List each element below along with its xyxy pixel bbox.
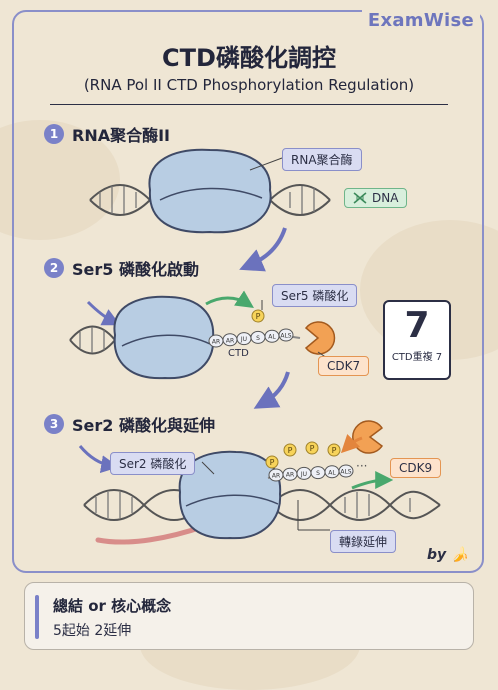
svg-text:P: P (288, 446, 293, 455)
arrow-cdk9-orange (340, 433, 363, 454)
svg-text:ALS: ALS (280, 333, 291, 340)
page-title: CTD磷酸化調控 (162, 44, 336, 72)
dna-label-text: DNA (372, 191, 399, 205)
phosphate-group: P (265, 455, 279, 469)
ctd-beads-step3: AR AR JU S AL ALS (268, 464, 354, 482)
svg-text:AL: AL (328, 469, 336, 476)
ctd-bead: ALS (338, 464, 354, 478)
svg-text:ALS: ALS (340, 469, 351, 476)
step-3-number: 3 (44, 414, 64, 434)
summary-heading: 總結 or 核心概念 (53, 597, 172, 615)
brand-logo: ExamWise (361, 10, 480, 31)
phosphate-group: P (327, 443, 341, 457)
ctd-bead: JU (296, 466, 312, 480)
summary-box: 總結 or 核心概念 5起始 2延伸 (24, 582, 474, 650)
ctd-repeat-count: 7 (404, 305, 430, 346)
step-1-number: 1 (44, 124, 64, 144)
dna-label: DNA (344, 188, 408, 208)
svg-text:AL: AL (268, 334, 276, 341)
svg-text:P: P (256, 312, 261, 321)
cdk9-label: CDK9 (390, 458, 442, 478)
page-subtitle: (RNA Pol II CTD Phosphorylation Regulati… (83, 76, 415, 94)
step-3-label: Ser2 磷酸化與延伸 (72, 416, 215, 435)
author-signature: by 🍌 (427, 547, 469, 563)
ctd-bead: S (250, 330, 266, 344)
ctd-bead: JU (236, 332, 252, 346)
ser5-phos-label: Ser5 磷酸化 (272, 284, 358, 307)
arrow-elongation-green (351, 471, 394, 490)
ctd-bead: ALS (278, 328, 294, 342)
step-2-label: Ser5 磷酸化啟動 (72, 260, 199, 279)
ser2-phos-label: Ser2 磷酸化 (110, 452, 196, 475)
svg-text:JU: JU (300, 471, 307, 478)
ctd-bead: AR (222, 333, 238, 347)
ctd-bead: S (310, 466, 326, 480)
svg-text:P: P (270, 458, 275, 467)
arrow-step2-to-3 (253, 371, 290, 409)
rna-polymerase-3 (178, 450, 282, 540)
summary-body: 5起始 2延伸 (53, 623, 132, 639)
svg-text:P: P (332, 446, 337, 455)
svg-text:S: S (316, 470, 320, 477)
diagram-art: AR AR JU S AL ALS P ··· AR AR JU S AL ALS P P P P (69, 148, 441, 545)
ctd-repeat-card: 7 CTD重複 7 (383, 300, 451, 380)
elongation-label: 轉錄延伸 (330, 530, 397, 553)
step-1-heading: 1 RNA聚合酶II (44, 122, 170, 146)
step-2-heading: 2 Ser5 磷酸化啟動 (44, 256, 199, 280)
arrow-ser5-green (205, 290, 254, 308)
polymerase-leader (249, 157, 283, 171)
ctd-label: CTD (228, 348, 249, 359)
ctd-bead: AR (208, 334, 224, 348)
svg-text:P: P (310, 444, 315, 453)
rna-polymerase-2 (113, 295, 215, 380)
polymerase-label: RNA聚合酶 (282, 148, 362, 171)
svg-text:···: ··· (356, 459, 367, 473)
arrow-into-step3 (78, 445, 120, 474)
ser2-leader (201, 461, 215, 475)
ctd-bead: AL (324, 465, 340, 479)
rna-polymerase-1 (148, 148, 272, 234)
ctd-repeat-caption: CTD重複 7 (391, 352, 443, 363)
svg-text:AR: AR (212, 339, 220, 346)
step-1-label: RNA聚合酶II (72, 126, 171, 145)
svg-text:AR: AR (286, 472, 294, 479)
title-divider (50, 104, 448, 105)
svg-text:AR: AR (226, 337, 234, 344)
phosphate-group: P (305, 441, 319, 455)
ctd-bead: AR (282, 467, 298, 481)
ctd-bead: AR (268, 468, 284, 482)
summary-accent-bar (35, 595, 39, 639)
phosphate-group: P (283, 443, 297, 457)
dna-icon (353, 192, 367, 204)
svg-text:JU: JU (240, 336, 247, 343)
arrow-step1-to-2 (239, 227, 287, 272)
ctd-bead: AL (264, 329, 280, 343)
cdk9-kinase (352, 420, 384, 454)
arrow-into-step2 (86, 300, 121, 326)
svg-text:S: S (256, 335, 260, 342)
step-2-number: 2 (44, 258, 64, 278)
phosphate-groups-step3: P P P P (265, 441, 341, 469)
phosphate-group: P (251, 309, 265, 323)
svg-text:AR: AR (272, 473, 280, 480)
diagram-frame (12, 10, 484, 573)
cdk7-kinase (304, 321, 336, 355)
cdk7-label: CDK7 (318, 356, 370, 376)
ctd-beads-step2: AR AR JU S AL ALS P (208, 309, 294, 348)
step-3-heading: 3 Ser2 磷酸化與延伸 (44, 412, 215, 436)
